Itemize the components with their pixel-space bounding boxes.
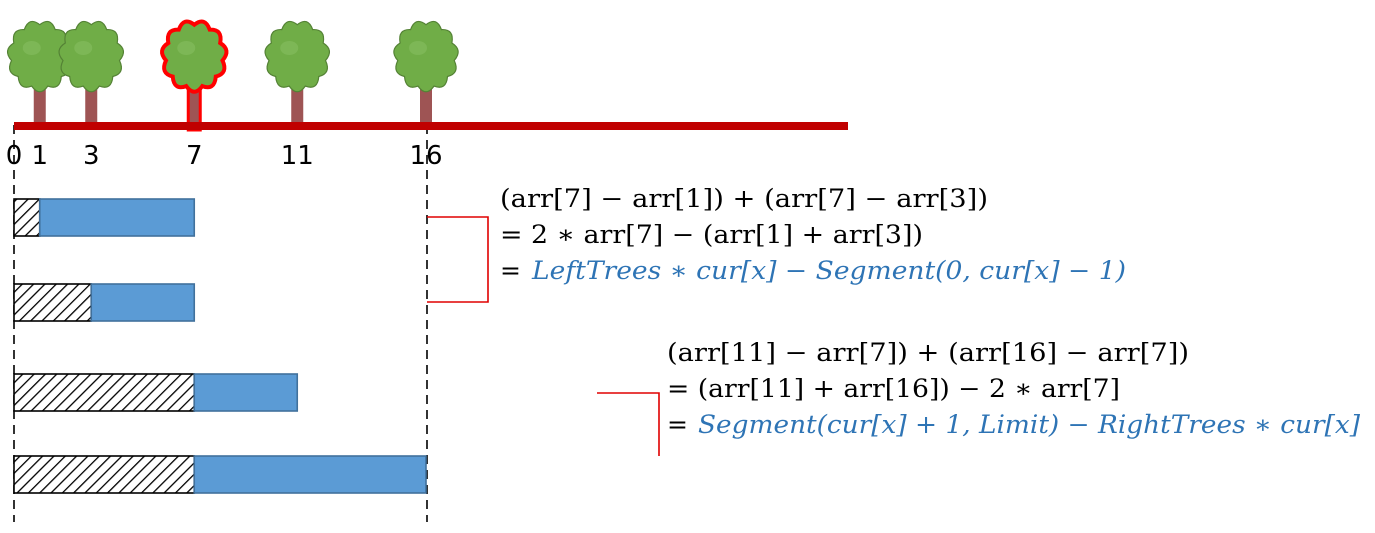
tree-7-icon [160,19,229,132]
bar-1-hatched-segment [13,198,41,237]
bar-2-hatched-segment [13,283,93,322]
left-formula-line-2: = 2 ∗ arr[7] − (arr[1] + arr[3]) [500,220,923,249]
right-bracket-connector [597,392,660,456]
tree-3-icon [58,20,125,130]
bar-4-blue-segment [193,455,427,494]
bar-4-hatched-segment [13,455,196,494]
bar-3 [13,373,299,412]
bar-3-hatched-segment [13,373,196,412]
left-formula-line-1: (arr[7] − arr[1]) + (arr[7] − arr[3]) [500,184,988,213]
left-bracket-connector [427,216,489,303]
bar-2 [13,283,196,322]
tick-label-1: 1 [31,141,48,171]
tree-16-icon [393,20,459,130]
right-formula-line-2: = (arr[11] + arr[16]) − 2 ∗ arr[7] [667,374,1120,403]
tree-11-icon [264,20,331,130]
tree-1-icon [6,20,73,130]
tick-label-11: 11 [281,141,314,171]
bar-4 [13,455,427,494]
bar-3-blue-segment [193,373,299,412]
tick-label-16: 16 [409,141,442,171]
right-formula-line-1: (arr[11] − arr[7]) + (arr[16] − arr[7]) [667,338,1189,367]
left-formula-line-3-prefix: = [500,256,521,285]
bar-1-blue-segment [38,198,196,237]
bars-layer [13,198,427,494]
right-formula-line-3-prefix: = [667,410,688,439]
right-formula-line-3: Segment(cur[x] + 1, Limit) − RightTrees … [698,410,1360,439]
bar-1 [13,198,196,237]
tick-label-7: 7 [186,141,203,171]
tick-label-0: 0 [6,141,23,171]
bar-2-blue-segment [90,283,196,322]
trees-layer [6,19,459,132]
left-formula-line-3: LeftTrees ∗ cur[x] − Segment(0, cur[x] −… [531,256,1126,285]
tick-label-3: 3 [83,141,100,171]
